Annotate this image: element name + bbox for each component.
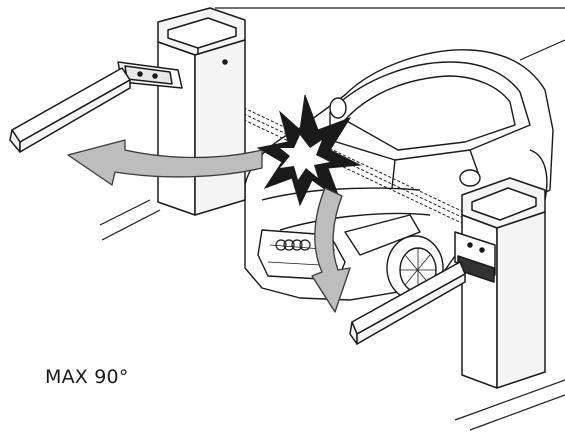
rotation-arrow-right	[311, 187, 351, 313]
car	[244, 49, 554, 301]
rotation-arrow-left	[67, 139, 263, 186]
barrier-arm-left	[9, 67, 131, 153]
road-lines	[99, 7, 565, 431]
barrier-arm-right	[349, 261, 466, 345]
impact-burst	[256, 94, 362, 207]
max-angle-label: MAX 90°	[45, 366, 129, 388]
car-logo	[275, 239, 311, 251]
barrier-post-right	[454, 177, 546, 389]
barrier-post-left	[117, 7, 246, 216]
